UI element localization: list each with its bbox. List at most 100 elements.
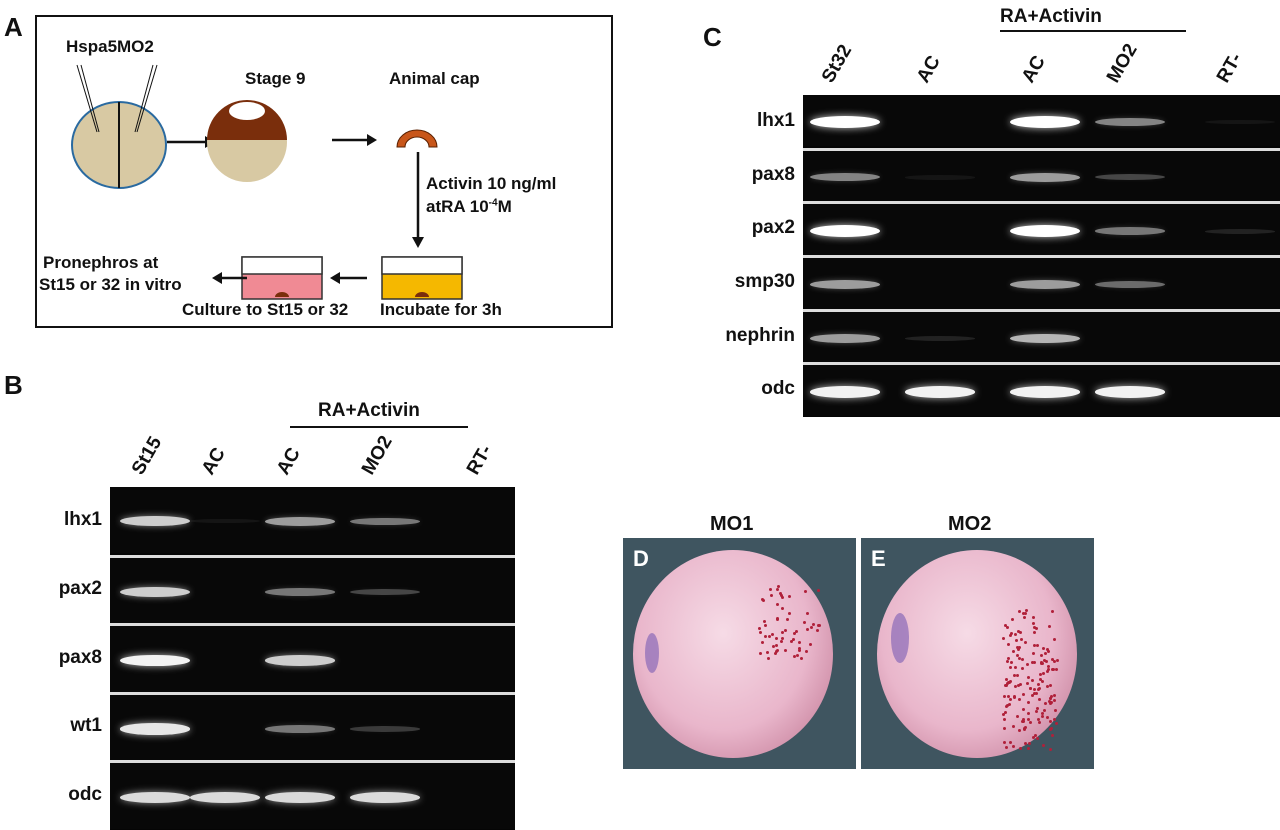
injection-label: Hspa5MO2 — [66, 37, 154, 57]
stain-dot — [1047, 650, 1050, 653]
stain-dot — [1012, 745, 1015, 748]
band — [1095, 118, 1165, 126]
stain-dot — [1035, 692, 1038, 695]
band — [190, 519, 260, 523]
stain-dot — [1027, 676, 1030, 679]
embryo-photo-e: E — [861, 538, 1094, 769]
band — [1010, 173, 1080, 182]
culture-label: Culture to St15 or 32 — [182, 300, 348, 320]
stain-dot — [1042, 672, 1045, 675]
stain-dot — [1017, 630, 1020, 633]
lane-label: AC — [1018, 52, 1051, 87]
lane-label: AC — [273, 444, 306, 479]
stain-dot — [1046, 716, 1049, 719]
row-label-pax8: pax8 — [12, 647, 102, 669]
gel-c-group-line — [1000, 30, 1186, 32]
stain-dot — [1049, 748, 1052, 751]
band — [265, 655, 335, 665]
band — [1205, 120, 1275, 124]
gel-row-odc — [803, 365, 1280, 416]
stain-dot — [1049, 684, 1052, 687]
band — [1010, 116, 1080, 128]
stain-dot — [1040, 654, 1043, 657]
stain-dot — [1038, 687, 1041, 690]
band — [120, 516, 190, 526]
stain-dot — [1008, 703, 1011, 706]
stain-dot — [1041, 712, 1044, 715]
gel-row-odc — [110, 763, 515, 829]
row-label-lhx1: lhx1 — [12, 509, 102, 531]
stain-dot — [1021, 658, 1024, 661]
band — [810, 386, 880, 398]
stain-dot — [775, 644, 778, 647]
stain-dot — [810, 626, 813, 629]
stain-dot — [1033, 661, 1036, 664]
band — [190, 792, 260, 803]
panel-label-a: A — [4, 12, 23, 43]
stain-dot — [796, 654, 799, 657]
animal-cap-label: Animal cap — [389, 69, 480, 89]
gel-row-nephrin — [803, 312, 1280, 363]
stain-dot — [1014, 666, 1017, 669]
stain-dot — [798, 647, 801, 650]
gel-c-group-label: RA+Activin — [1000, 6, 1102, 28]
band — [810, 116, 880, 128]
stain-dot — [779, 592, 782, 595]
stain-dot — [1054, 709, 1057, 712]
stain-dot — [763, 620, 766, 623]
stain-dot — [1029, 721, 1032, 724]
row-label-pax2: pax2 — [12, 578, 102, 600]
yellow-dish — [382, 257, 462, 299]
stain-dot — [759, 631, 762, 634]
stain-dot — [766, 651, 769, 654]
stain-dot — [804, 590, 807, 593]
stain-dot — [1022, 612, 1025, 615]
stain-dot — [1004, 624, 1007, 627]
treatment-ra: atRA 10-4M — [426, 197, 512, 217]
stain-dot — [776, 649, 779, 652]
gel-b — [110, 487, 515, 830]
stain-dot — [1026, 663, 1029, 666]
stain-dot — [1019, 747, 1022, 750]
gel-row-smp30 — [803, 258, 1280, 309]
band — [350, 589, 420, 595]
stain-dot — [1049, 720, 1052, 723]
treatment-activin: Activin 10 ng/ml — [426, 174, 556, 194]
stain-dot — [780, 640, 783, 643]
gel-row-pax8 — [803, 151, 1280, 202]
stain-dot — [764, 635, 767, 638]
gel-row-pax2 — [110, 558, 515, 624]
row-label-nephrin: nephrin — [700, 325, 795, 347]
band — [1010, 334, 1080, 344]
stain-dot — [1050, 695, 1053, 698]
lane-label: MO2 — [1103, 40, 1143, 87]
animal-cap — [397, 130, 437, 147]
band — [120, 655, 190, 667]
stain-dot — [795, 630, 798, 633]
stain-dot — [1029, 687, 1032, 690]
band — [810, 225, 880, 237]
band — [1095, 386, 1165, 398]
stain-dot — [1035, 710, 1038, 713]
arrow-3 — [330, 272, 367, 284]
panel-label-d: D — [633, 546, 649, 572]
stain-dot — [1045, 660, 1048, 663]
stain-dot — [817, 589, 820, 592]
stain-dot — [1051, 734, 1054, 737]
row-label-lhx1: lhx1 — [700, 110, 795, 132]
stain-dot — [1055, 722, 1058, 725]
stain-dot — [812, 623, 815, 626]
stain-dot — [1005, 705, 1008, 708]
stain-dot — [1048, 700, 1051, 703]
band — [265, 725, 335, 733]
band — [810, 173, 880, 181]
stain-dot — [1024, 641, 1027, 644]
schematic-panel: Hspa5MO2 Stage 9 Animal cap Activin 10 n… — [35, 15, 613, 328]
band — [265, 588, 335, 596]
stain-dot — [776, 588, 779, 591]
band — [810, 334, 880, 343]
band — [120, 723, 190, 734]
lane-label: RT- — [463, 441, 497, 479]
lane-label: St15 — [128, 433, 167, 479]
result-label-1: Pronephros at — [43, 253, 158, 273]
